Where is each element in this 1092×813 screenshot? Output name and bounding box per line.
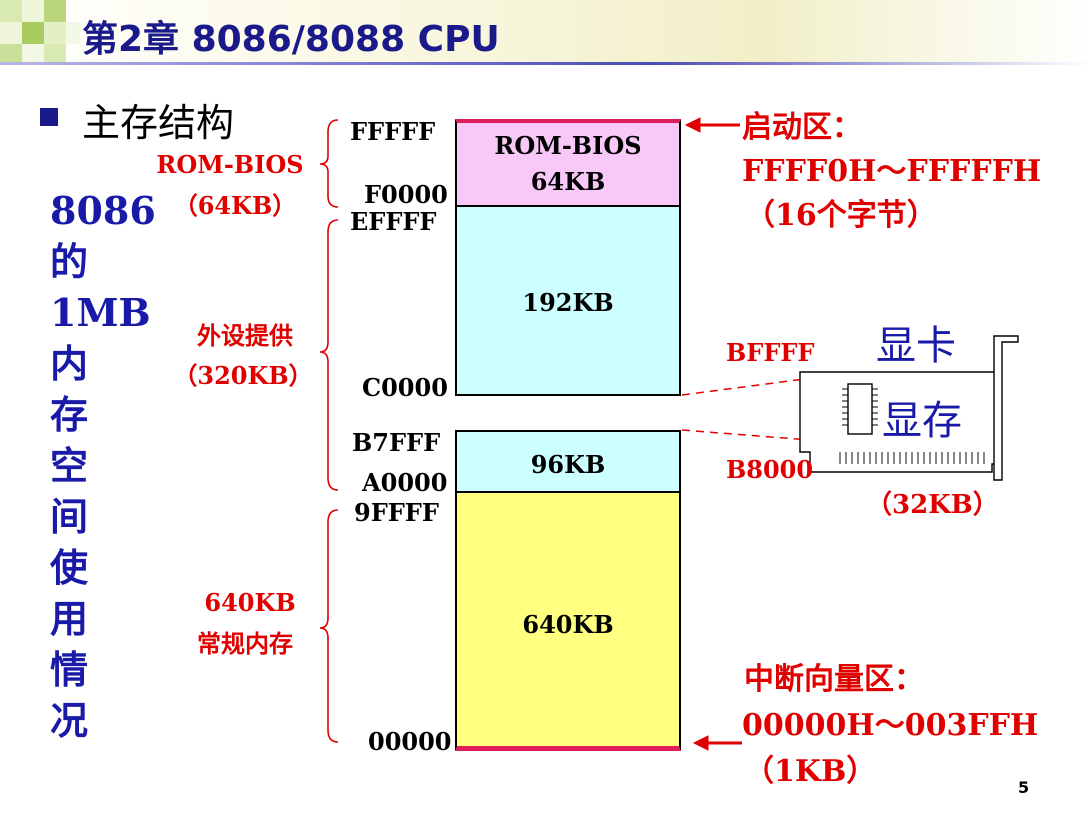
ivt-arrow	[692, 735, 742, 751]
brace-conventional	[319, 509, 339, 743]
side-char: 1MB	[50, 290, 151, 335]
side-char: 使	[50, 545, 89, 590]
side-char: 的	[50, 239, 89, 284]
rom-bios-block	[455, 119, 681, 207]
address-b7fff: B7FFF	[352, 428, 441, 457]
address-00000: 00000	[368, 727, 452, 756]
brace-peripheral	[319, 219, 339, 491]
page-title: 第2章 8086/8088 CPU	[82, 19, 500, 60]
braces	[319, 119, 339, 743]
vertical-side-label: 8086 的 1MB 内 存 空 间 使 用 情 况	[50, 185, 156, 746]
rom-bios-block-size: 64KB	[530, 167, 606, 196]
side-char: 用	[50, 596, 89, 641]
ivt-size-label: （1KB）	[744, 754, 877, 789]
block-96kb-label: 96KB	[530, 450, 606, 479]
block-640kb	[455, 491, 681, 751]
address-effff: EFFFF	[350, 207, 437, 236]
title-bar	[0, 0, 1092, 62]
boot-size-label: （16个字节）	[745, 198, 937, 233]
conventional-memory-label: 常规内存	[197, 629, 293, 658]
address-c0000: C0000	[362, 373, 448, 402]
ivt-area-label: 中断向量区：	[744, 662, 924, 697]
bullet-heading: 主存结构	[82, 101, 235, 145]
conventional-size-label: 640KB	[204, 588, 296, 617]
block-192kb-label: 192KB	[522, 288, 614, 317]
vga-start-address: B8000	[726, 455, 814, 484]
block-640kb-label: 640KB	[522, 610, 614, 639]
bullet-square-icon	[40, 108, 58, 126]
address-fffff: FFFFF	[350, 117, 436, 146]
ivt-range-label: 00000H～003FFH	[742, 708, 1039, 743]
address-a0000: A0000	[362, 468, 448, 497]
boot-range-label: FFFF0H～FFFFFH	[742, 154, 1042, 189]
graphics-card-icon	[799, 335, 1019, 481]
side-char: 空	[50, 443, 89, 488]
brace-rom-bios	[319, 119, 339, 208]
side-char: 情	[50, 647, 89, 692]
rom-bios-left-label: ROM-BIOS	[156, 150, 304, 179]
vga-end-address: BFFFF	[726, 338, 815, 367]
boot-area-label: 启动区：	[742, 110, 862, 145]
page-number: 5	[1018, 778, 1030, 797]
block-192kb	[455, 205, 681, 396]
peripheral-size-label: （320KB）	[173, 361, 313, 390]
peripheral-label: 外设提供	[197, 321, 293, 350]
address-9ffff: 9FFFF	[354, 498, 439, 527]
diagram-graphics	[681, 117, 1019, 751]
side-char: 况	[50, 698, 89, 743]
graphics-card-label: 显卡	[876, 323, 956, 369]
video-memory-label: 显存	[882, 398, 962, 444]
side-char: 8086	[50, 188, 156, 233]
rom-bios-block-label: ROM-BIOS	[494, 131, 642, 160]
title-underline	[0, 62, 1092, 65]
side-char: 存	[50, 392, 89, 437]
side-char: 间	[50, 494, 89, 539]
video-memory-size: （32KB）	[866, 490, 999, 520]
boot-arrow	[684, 117, 740, 133]
block-96kb	[455, 430, 681, 493]
rom-bios-size-label: （64KB）	[173, 191, 297, 220]
address-f0000: F0000	[364, 180, 448, 209]
side-char: 内	[50, 341, 89, 386]
